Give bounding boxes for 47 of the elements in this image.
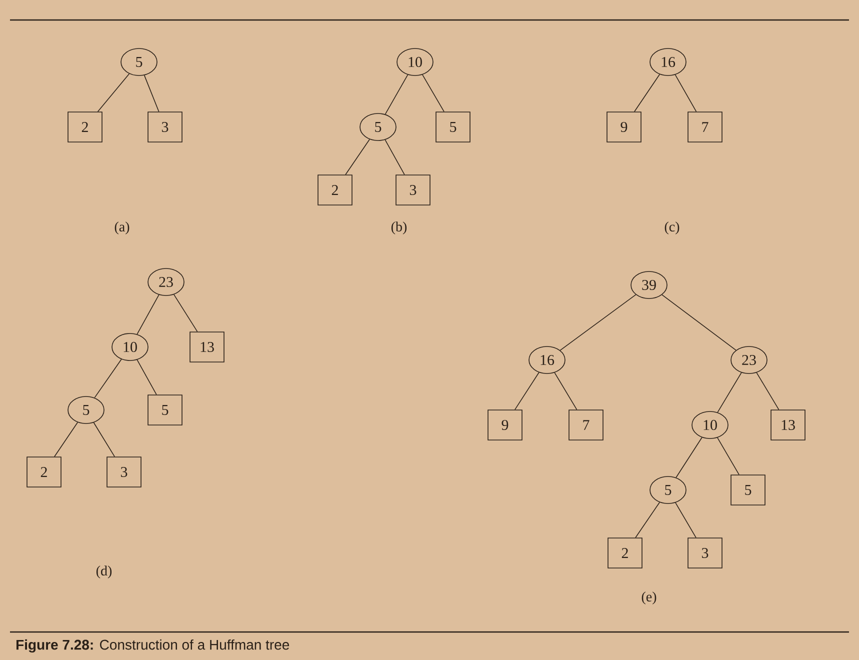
- leaf-node-box: 7: [688, 112, 722, 142]
- tree-edge: [174, 294, 198, 332]
- leaf-node-box: 5: [730, 474, 766, 506]
- tree-edge: [717, 372, 742, 413]
- tree-edge: [422, 74, 444, 112]
- tree-edge: [635, 502, 660, 538]
- tree-edge: [136, 359, 157, 395]
- tree-edge: [674, 74, 697, 112]
- leaf-node-box: 13: [770, 410, 806, 440]
- tree-edge: [144, 74, 160, 112]
- leaf-node-box: 3: [688, 538, 722, 568]
- tree-edge: [675, 502, 696, 538]
- leaf-node-box: 3: [148, 112, 182, 142]
- tree-edge: [634, 74, 660, 112]
- leaf-node-box: 13: [190, 332, 224, 362]
- leaf-node-box: 2: [26, 456, 62, 488]
- tree-edge: [54, 422, 78, 457]
- leaf-node-box: 5: [148, 394, 182, 426]
- tree-edge: [756, 372, 780, 410]
- leaf-node-box: 2: [68, 112, 102, 142]
- leaf-node-box: 2: [318, 174, 352, 206]
- leaf-node-box: 9: [606, 112, 642, 142]
- leaf-node-box: 3: [106, 456, 142, 488]
- tree-edge: [94, 358, 122, 398]
- tree-edge: [136, 294, 160, 335]
- tree-edge: [384, 139, 405, 175]
- leaf-node-box: 3: [396, 174, 430, 206]
- tree-edge: [384, 74, 408, 115]
- tree-edge: [554, 372, 578, 410]
- leaf-node-box: 2: [608, 538, 642, 568]
- subfigure-label: (d): [96, 566, 112, 578]
- tree-edge: [717, 437, 740, 475]
- figure-caption: Figure 7.28: Construction of a Huffman tree: [16, 639, 290, 653]
- leaf-node-box: 5: [436, 112, 470, 142]
- leaf-node-box: 7: [568, 410, 604, 440]
- tree-edge: [662, 294, 736, 351]
- tree-edge: [97, 73, 130, 112]
- tree-edge: [560, 294, 636, 351]
- tree-edge: [514, 372, 540, 410]
- subfigure-label: (c): [664, 222, 680, 234]
- subfigure-label: (b): [391, 222, 407, 234]
- leaf-node-box: 9: [488, 410, 522, 440]
- tree-edge: [676, 437, 702, 478]
- tree-edge: [93, 422, 115, 457]
- subfigure-label: (a): [114, 222, 130, 234]
- tree-edge: [345, 138, 370, 175]
- subfigure-label: (e): [642, 592, 656, 604]
